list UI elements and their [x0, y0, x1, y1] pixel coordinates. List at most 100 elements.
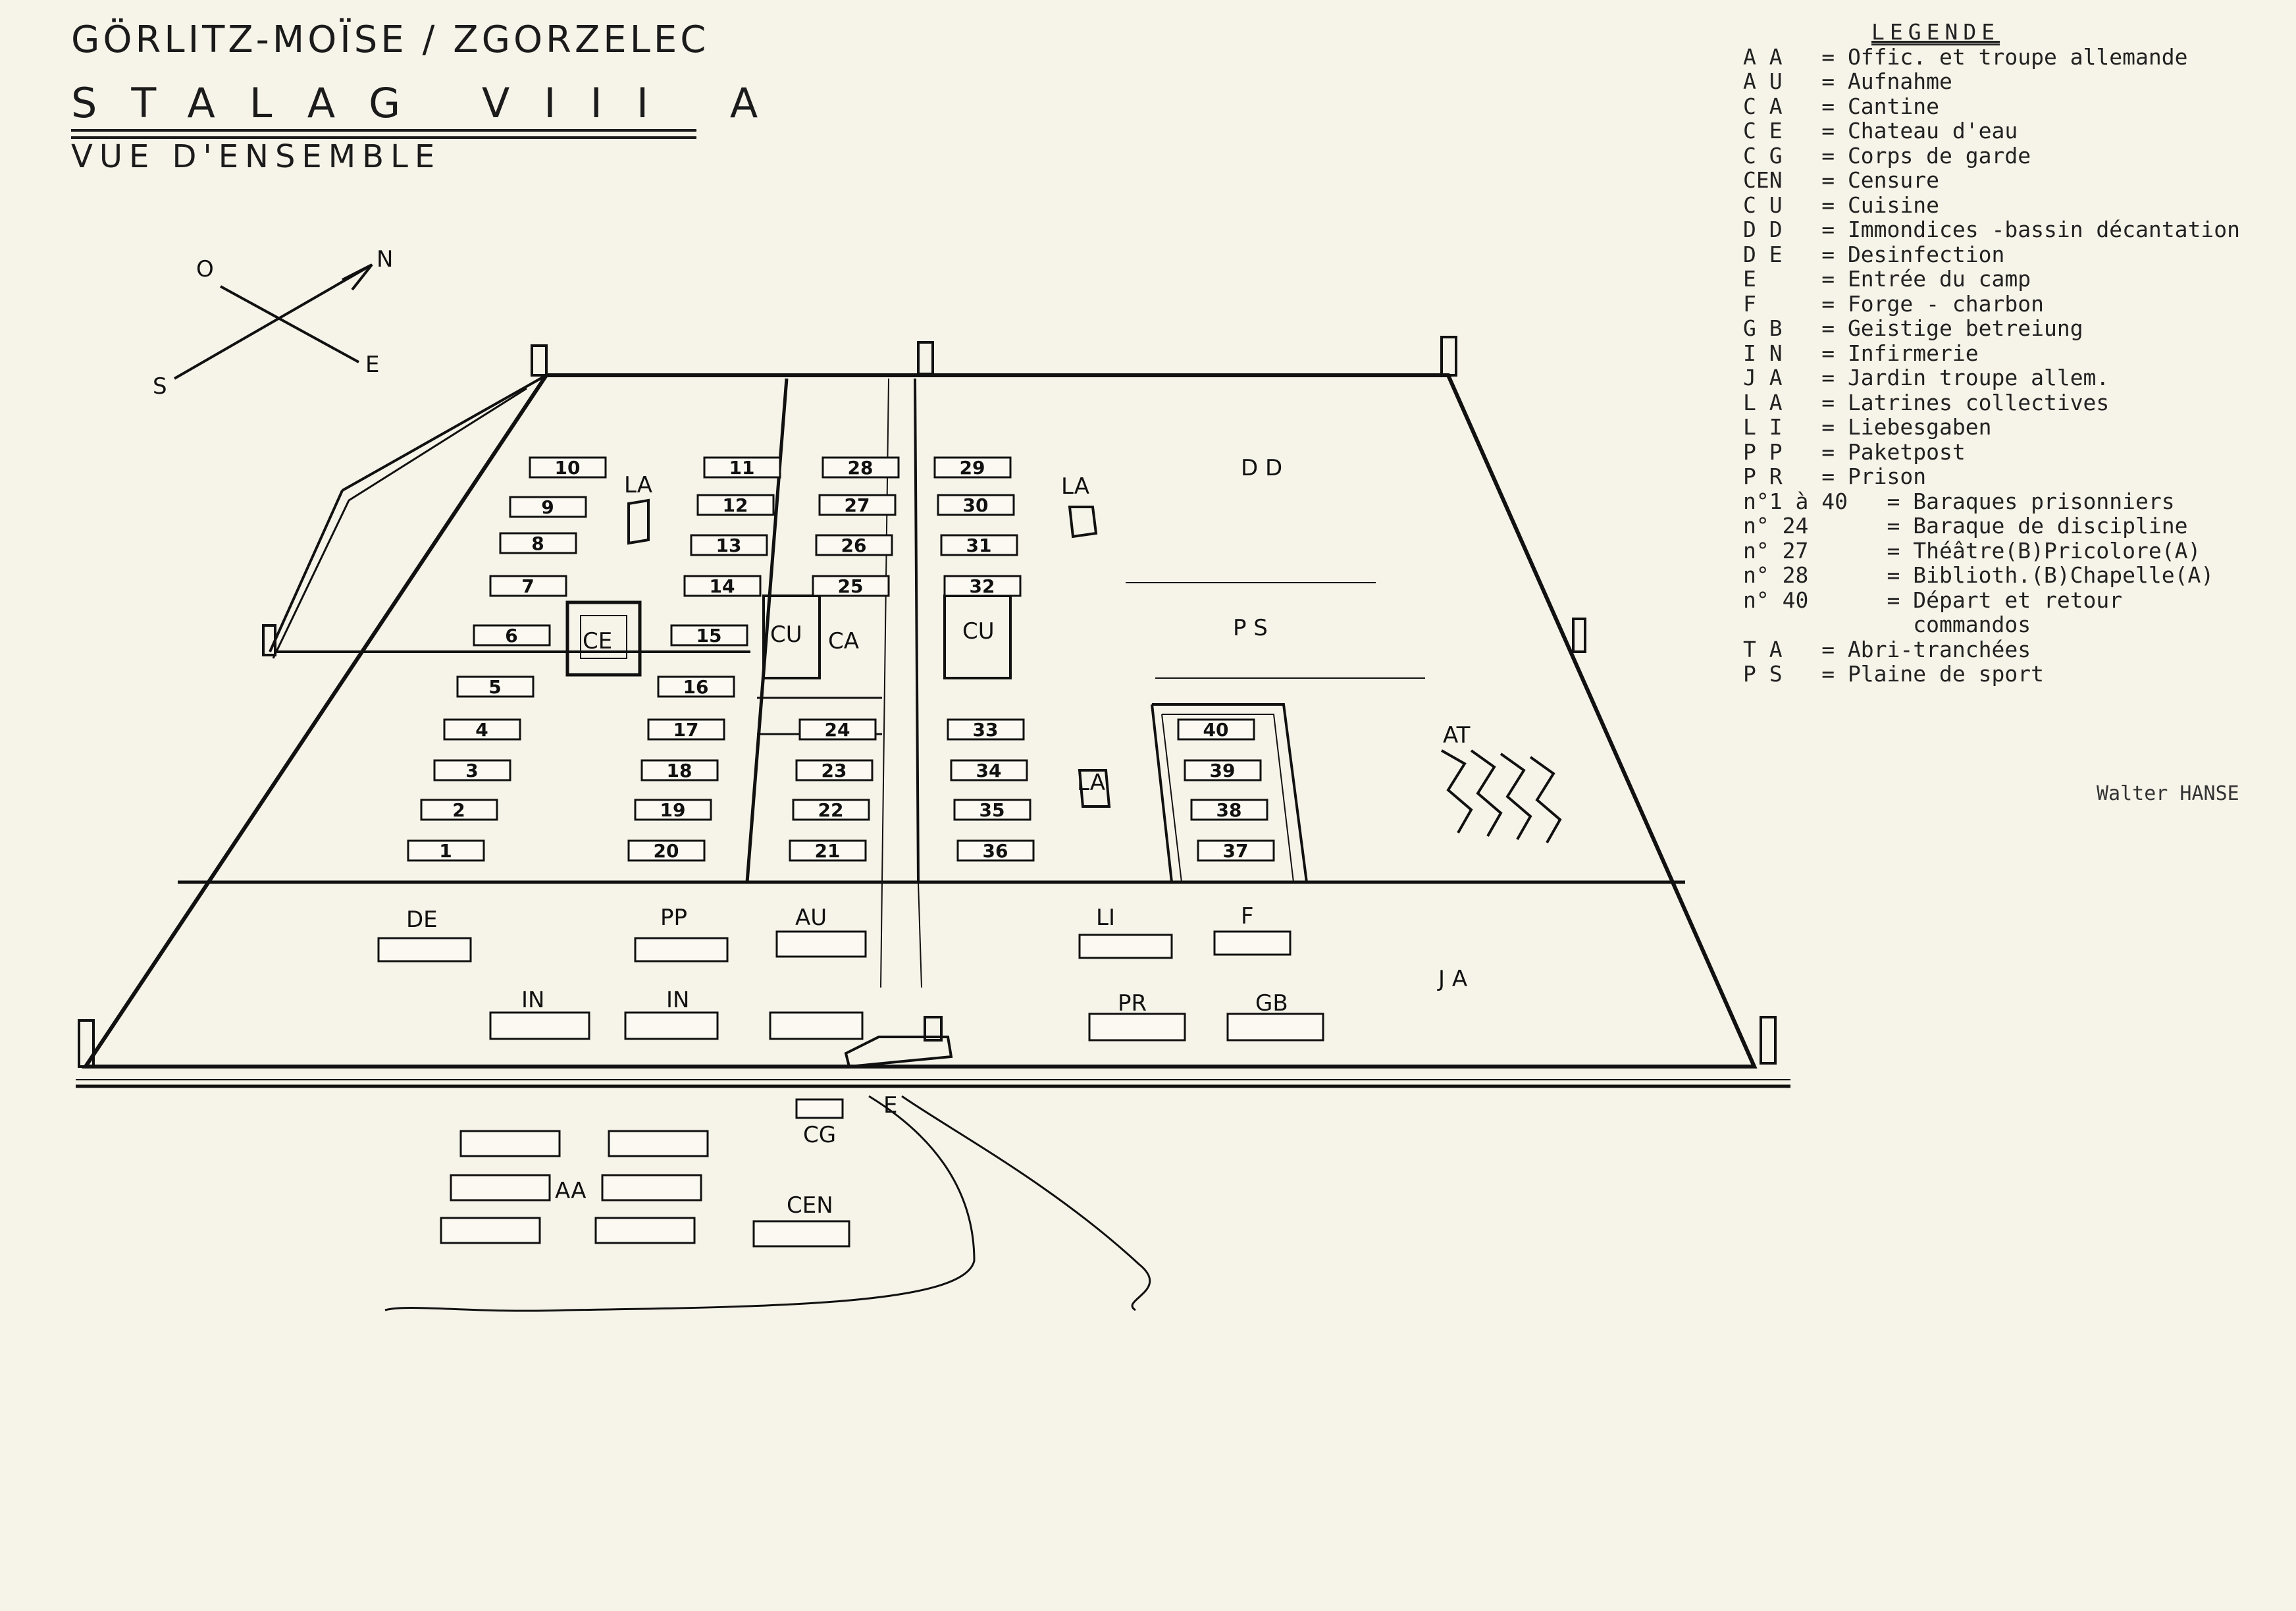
barrack-number: 5 [488, 676, 501, 698]
legend-row: C G = Corps de garde [1743, 142, 2031, 169]
prisoner-barrack [933, 456, 1012, 479]
barrack-number: 12 [723, 494, 748, 516]
label-ce: CE [583, 628, 612, 654]
service-building [1088, 1013, 1186, 1042]
barrack-number: 33 [973, 719, 999, 741]
service-building [1078, 934, 1173, 959]
prisoner-barrack [627, 839, 706, 862]
barrack-number: 28 [848, 457, 874, 479]
label-cu: CU [770, 621, 802, 648]
service-building [594, 1217, 696, 1244]
barrack-number: 24 [825, 719, 850, 741]
label-de: DE [406, 907, 438, 933]
kitchen-building [762, 594, 821, 679]
camp-road [881, 378, 889, 883]
prisoner-barrack [499, 532, 577, 554]
barrack-number: 36 [983, 840, 1008, 862]
prisoner-barrack [795, 759, 874, 781]
label-li: LI [1096, 905, 1115, 931]
prisoner-barrack [443, 718, 521, 741]
watchtower [1760, 1016, 1777, 1065]
barrack-number: 30 [963, 494, 989, 516]
prisoner-barrack [456, 675, 535, 698]
label-cg: CG [803, 1122, 836, 1148]
label-pp: PP [660, 905, 687, 931]
prisoner-barrack [657, 675, 735, 698]
label-gb: GB [1255, 990, 1288, 1017]
barrack-number: 27 [845, 494, 870, 516]
label-ca: CA [828, 628, 859, 654]
service-building [752, 1220, 850, 1248]
compass-north: N [377, 246, 393, 273]
barrack-number: 18 [667, 760, 692, 781]
barrack-number: 15 [696, 625, 722, 647]
trench-shelter [1441, 749, 1473, 833]
service-building [608, 1130, 709, 1157]
title-location: GÖRLITZ-MOÏSE / ZGORZELEC [71, 18, 710, 61]
label-au: AU [795, 905, 827, 931]
compass-east: E [365, 352, 379, 378]
commando-enclosure [1151, 703, 1308, 883]
prisoner-barrack [1190, 799, 1268, 821]
water-tower [580, 615, 627, 659]
water-tower [565, 600, 642, 677]
trench-shelter [1500, 753, 1532, 840]
trench-shelter [1470, 749, 1503, 837]
watchtower [78, 1019, 95, 1068]
service-building [459, 1130, 561, 1157]
barrack-number: 35 [979, 799, 1005, 821]
prisoner-barrack [818, 494, 897, 516]
label-f: F [1241, 903, 1254, 930]
camp-fence [82, 373, 1758, 1069]
camp-fence-inner [272, 387, 527, 659]
legend-row: C U = Cuisine [1743, 192, 1940, 218]
barrack-number: 10 [555, 457, 581, 479]
barrack-number: 37 [1223, 840, 1249, 862]
barrack-number: 1 [439, 840, 452, 862]
legend-row: n° 24 = Baraque de discipline [1743, 513, 2188, 539]
legend-row: D D = Immondices -bassin décantation [1743, 217, 2240, 242]
prisoner-barrack [407, 839, 485, 862]
barrack-number: 16 [683, 676, 709, 698]
service-building [1213, 930, 1292, 956]
barrack-number: 34 [976, 760, 1002, 781]
camp-road [918, 882, 922, 988]
label-at: AT [1443, 722, 1471, 749]
label-la: LA [1077, 770, 1105, 796]
barrack-number: 39 [1210, 760, 1236, 781]
legend-row: P S = Plaine de sport [1743, 661, 2044, 687]
label-in: IN [666, 987, 689, 1013]
barrack-number: 13 [716, 535, 742, 556]
title-stalag: STALAG VIII A [71, 79, 793, 127]
watchtower [917, 341, 934, 375]
barrack-number: 21 [815, 840, 841, 862]
legend-row: J A = Jardin troupe allem. [1743, 365, 2110, 390]
inner-fence [914, 378, 920, 883]
compass-arrow-icon [342, 263, 373, 291]
prisoner-barrack [1184, 759, 1262, 781]
barrack-number: 3 [465, 760, 478, 781]
gate-tower [924, 1016, 943, 1042]
prisoner-barrack [433, 759, 511, 781]
legend-row: CEN = Censure [1743, 167, 1940, 193]
prisoner-barrack [670, 624, 748, 647]
barrack-number: 31 [966, 535, 992, 556]
prisoner-barrack [815, 534, 893, 556]
prisoner-barrack [947, 718, 1025, 741]
barrack-number: 17 [673, 719, 699, 741]
prisoner-barrack [822, 456, 900, 479]
barrack-number: 25 [838, 575, 864, 597]
barrack-number: 4 [475, 719, 488, 741]
barrack-number: 22 [818, 799, 844, 821]
label-in: IN [521, 987, 544, 1013]
prisoner-barrack [1177, 718, 1255, 741]
barrack-number: 32 [970, 575, 995, 597]
legend-row: T A = Abri-tranchées [1743, 636, 2031, 662]
service-building [489, 1011, 590, 1040]
prisoner-barrack [473, 624, 551, 647]
latrine-block [1068, 506, 1098, 539]
label-cu: CU [962, 618, 995, 645]
prisoner-barrack [420, 799, 498, 821]
compass-west: O [196, 256, 214, 282]
barrack-number: 7 [521, 575, 534, 597]
